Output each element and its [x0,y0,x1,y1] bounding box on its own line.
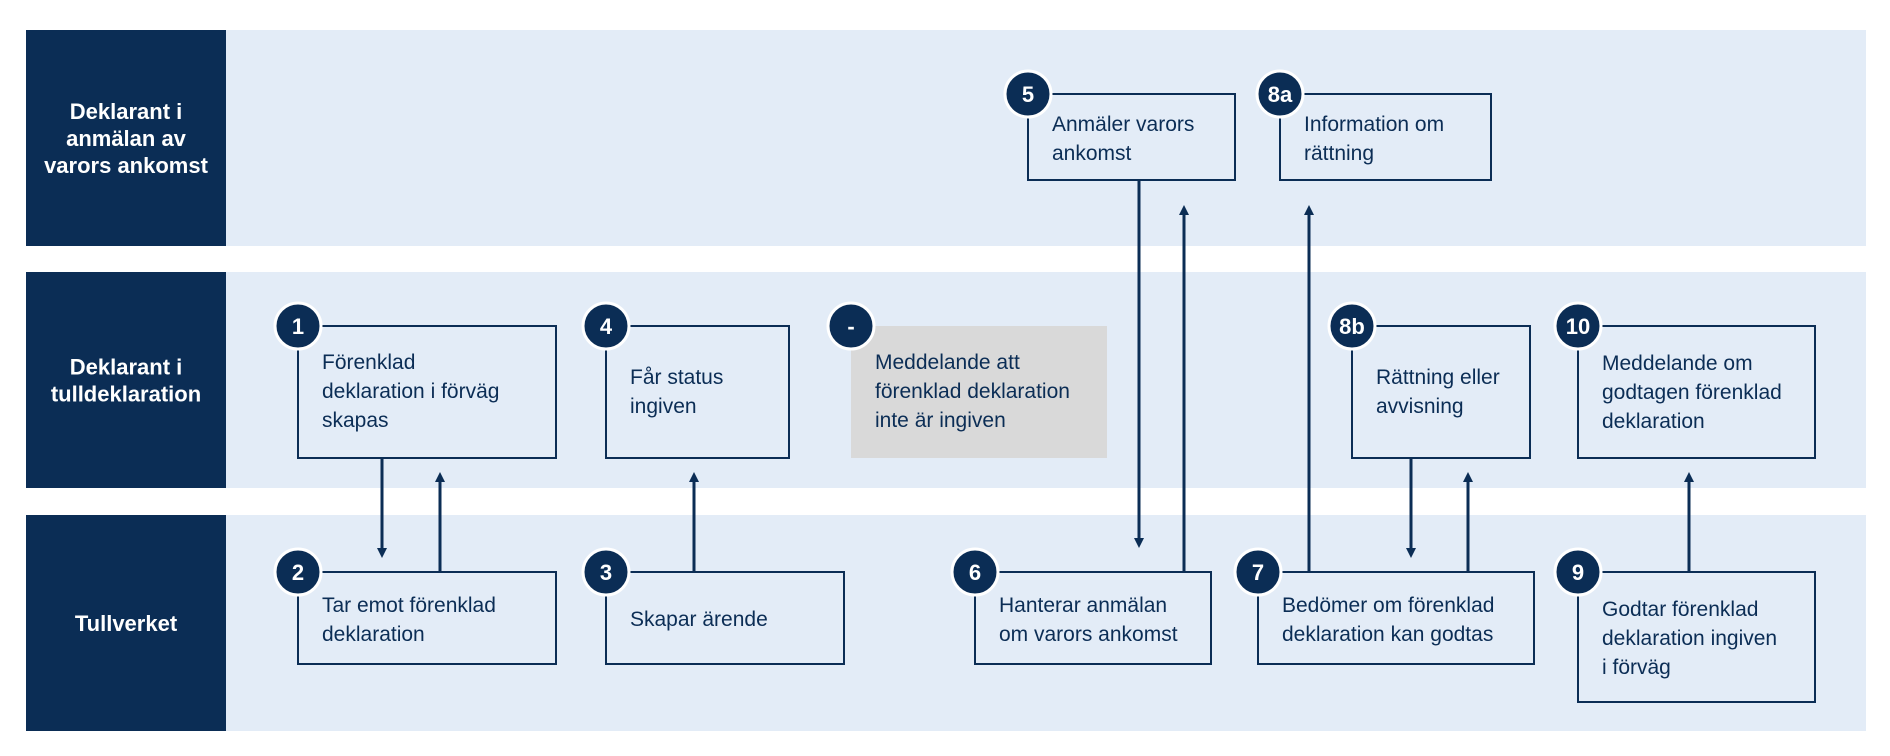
step-number-badge [273,301,323,351]
step-text: förenklad deklaration [875,380,1070,403]
swimlane-label: Deklarant i [70,99,183,124]
step-text: Tar emot förenklad [322,594,496,617]
step-9: Godtar förenklad deklaration ingiven i för… [1553,547,1816,703]
step-box [1279,93,1492,181]
step-8b: Rättning eller avvisning 8b [1327,301,1531,459]
step-number: 2 [292,560,304,585]
step-number: 9 [1572,560,1584,585]
step-8a: Information om rättning 8a [1255,69,1492,181]
step-10: Meddelande om godtagen förenklad deklarati… [1553,301,1816,459]
step-text: deklaration i förväg [322,380,499,403]
step-text: Anmäler varors [1052,113,1194,136]
step-4: Får status ingiven 4 [581,301,790,459]
step-number-badge [1003,69,1053,119]
step-number-badge [826,301,876,351]
step-number: 4 [600,314,613,339]
step-text: avvisning [1376,395,1464,418]
step-box [851,326,1107,458]
step-dash: Meddelande att förenklad deklaration inte … [826,301,1107,458]
step-box [1027,93,1236,181]
step-text: Meddelande att [875,351,1020,374]
step-1: Förenklad deklaration i förväg skapas 1 [273,301,557,459]
swimlane-header [26,272,226,488]
step-number: 10 [1566,314,1590,339]
step-box [297,325,557,459]
step-number: 8b [1339,314,1365,339]
step-number-badge [1553,547,1603,597]
step-box [1577,325,1816,459]
step-number-badge [273,547,323,597]
swimlane-header [26,515,226,731]
swimlane-label: Deklarant i [70,355,183,380]
step-3: Skapar ärende 3 [581,547,845,665]
step-text: Bedömer om förenklad [1282,594,1494,617]
step-text: Godtar förenklad [1602,598,1758,621]
step-box [1257,571,1535,665]
step-6: Hanterar anmälan om varors ankomst 6 [950,547,1212,665]
swimlane-label: tulldeklaration [51,382,201,407]
step-number: 8a [1268,82,1293,107]
step-number-badge [581,301,631,351]
step-text: deklaration kan godtas [1282,623,1493,646]
step-number-badge [950,547,1000,597]
step-number-badge [1233,547,1283,597]
swimlane-label: varors ankomst [44,153,209,178]
step-text: Skapar ärende [630,608,768,631]
step-text: om varors ankomst [999,623,1178,646]
swimlane-header [26,30,226,246]
step-number-badge [1327,301,1377,351]
step-text: ingiven [630,395,697,418]
step-5: Anmäler varors ankomst 5 [1003,69,1236,181]
step-text: i förväg [1602,656,1671,679]
step-number: 6 [969,560,981,585]
swimlane-label: anmälan av [66,126,187,151]
step-7: Bedömer om förenklad deklaration kan godt… [1233,547,1535,665]
step-number: - [847,314,854,339]
step-2: Tar emot förenklad deklaration 2 [273,547,557,665]
step-number: 1 [292,314,304,339]
step-number-badge [1553,301,1603,351]
step-text: deklaration ingiven [1602,627,1777,650]
step-number-badge [1255,69,1305,119]
step-text: rättning [1304,142,1374,165]
step-number: 3 [600,560,612,585]
swimlane-label: Tullverket [75,611,178,636]
step-number: 5 [1022,82,1034,107]
step-text: Information om [1304,113,1444,136]
step-text: godtagen förenklad [1602,381,1782,404]
step-text: Meddelande om [1602,352,1753,375]
step-text: Hanterar anmälan [999,594,1167,617]
step-number-badge [581,547,631,597]
flow-arrows [377,180,1694,572]
step-box [605,325,790,459]
step-number: 7 [1252,560,1264,585]
step-text: deklaration [1602,410,1705,433]
step-text: inte är ingiven [875,409,1006,432]
step-text: Förenklad [322,351,415,374]
step-text: Får status [630,366,723,389]
step-box [297,571,557,665]
step-box [974,571,1212,665]
step-box [1577,571,1816,703]
step-text: deklaration [322,623,425,646]
step-box [1351,325,1531,459]
process-steps: Förenklad deklaration i förväg skapas 1Tar … [273,69,1816,703]
step-text: skapas [322,409,389,432]
step-text: ankomst [1052,142,1132,165]
step-box [605,571,845,665]
step-text: Rättning eller [1376,366,1500,389]
